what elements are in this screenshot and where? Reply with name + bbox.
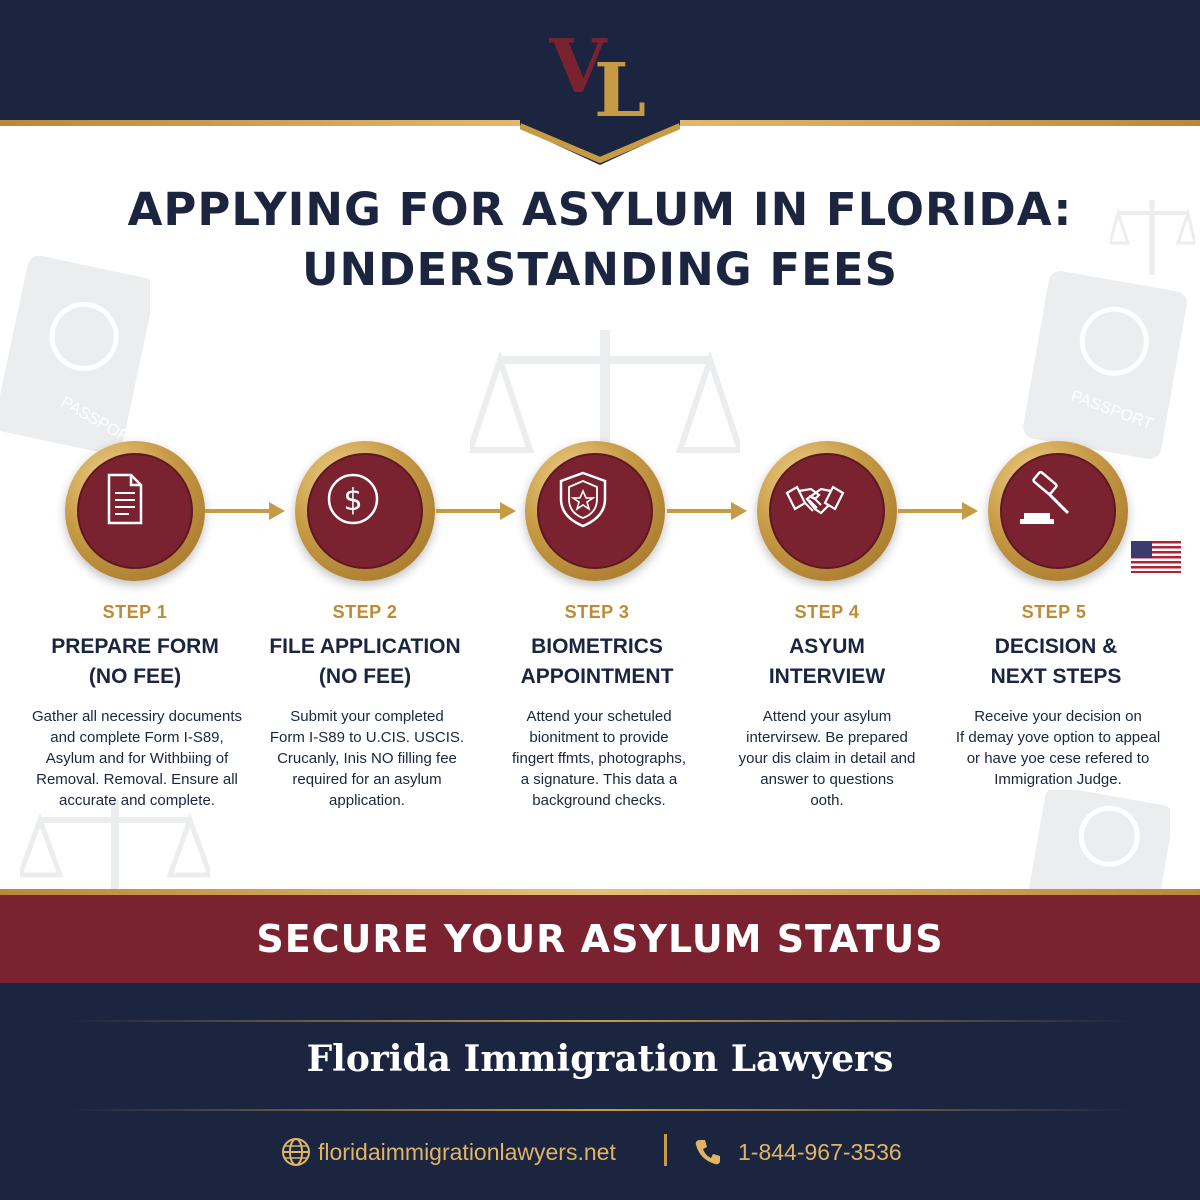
step-5-title: DECISION & NEXT STEPS [990,635,1122,688]
handshake-icon [785,485,845,515]
page-title: APPLYING FOR ASYLUM IN FLORIDA: UNDERSTA… [0,180,1200,300]
scales-watermark-top-right [1110,200,1195,275]
passport-watermark-bottom-right [1024,790,1170,890]
passport-watermark-right: PASSPORT [1023,271,1187,459]
globe-icon [282,1138,310,1166]
title-line-2: UNDERSTANDING FEES [301,243,899,296]
step-arrow [667,502,747,520]
us-flag-icon [1131,541,1181,573]
phone-link[interactable]: 1-844-967-3536 [738,1139,902,1165]
svg-text:V: V [548,24,608,110]
gavel-icon [1020,470,1070,524]
contact-separator [664,1134,667,1166]
step-arrow [205,502,285,520]
step-1-circle [65,441,205,581]
step-4-circle [757,441,897,581]
cta-banner: SECURE YOUR ASYLUM STATUS [0,895,1200,983]
step-3-circle [525,441,665,581]
logo-crest: V L [520,0,680,165]
step-1-title: PREPARE FORM (NO FEE) [51,635,219,688]
step-2-number: STEP 2 [332,602,398,622]
step-1-number: STEP 1 [102,602,168,622]
step-4-title: ASYUM INTERVIEW [768,635,886,688]
svg-text:L: L [594,48,646,134]
step-arrow [898,502,978,520]
step-5-number: STEP 5 [1021,602,1087,622]
website-link[interactable]: floridaimmigrationlawyers.net [318,1139,616,1165]
scales-watermark-bottom-left [20,800,210,890]
dollar-icon: $ [327,473,379,525]
document-icon [107,473,143,525]
footer-divider-top [68,1020,1132,1022]
svg-text:$: $ [343,483,362,518]
firm-name: Florida Immigration Lawyers [306,1038,894,1080]
step-4-number: STEP 4 [794,602,860,622]
banner-divider [0,889,1200,895]
step-arrow [436,502,516,520]
passport-watermark-left: PASSPORT [0,255,150,455]
banner-text: SECURE YOUR ASYLUM STATUS [256,917,944,961]
step-3-number: STEP 3 [564,602,630,622]
phone-icon [695,1140,720,1165]
step-2-circle: $ [295,441,435,581]
step-2-title: FILE APPLICATION (NO FEE) [269,635,461,688]
shield-badge-icon [559,471,607,528]
footer-divider-bottom [68,1109,1132,1111]
step-5-circle [988,441,1128,581]
footer [0,983,1200,1200]
title-line-1: APPLYING FOR ASYLUM IN FLORIDA: [127,183,1073,236]
step-3-title: BIOMETRICS APPOINTMENT [520,635,674,688]
